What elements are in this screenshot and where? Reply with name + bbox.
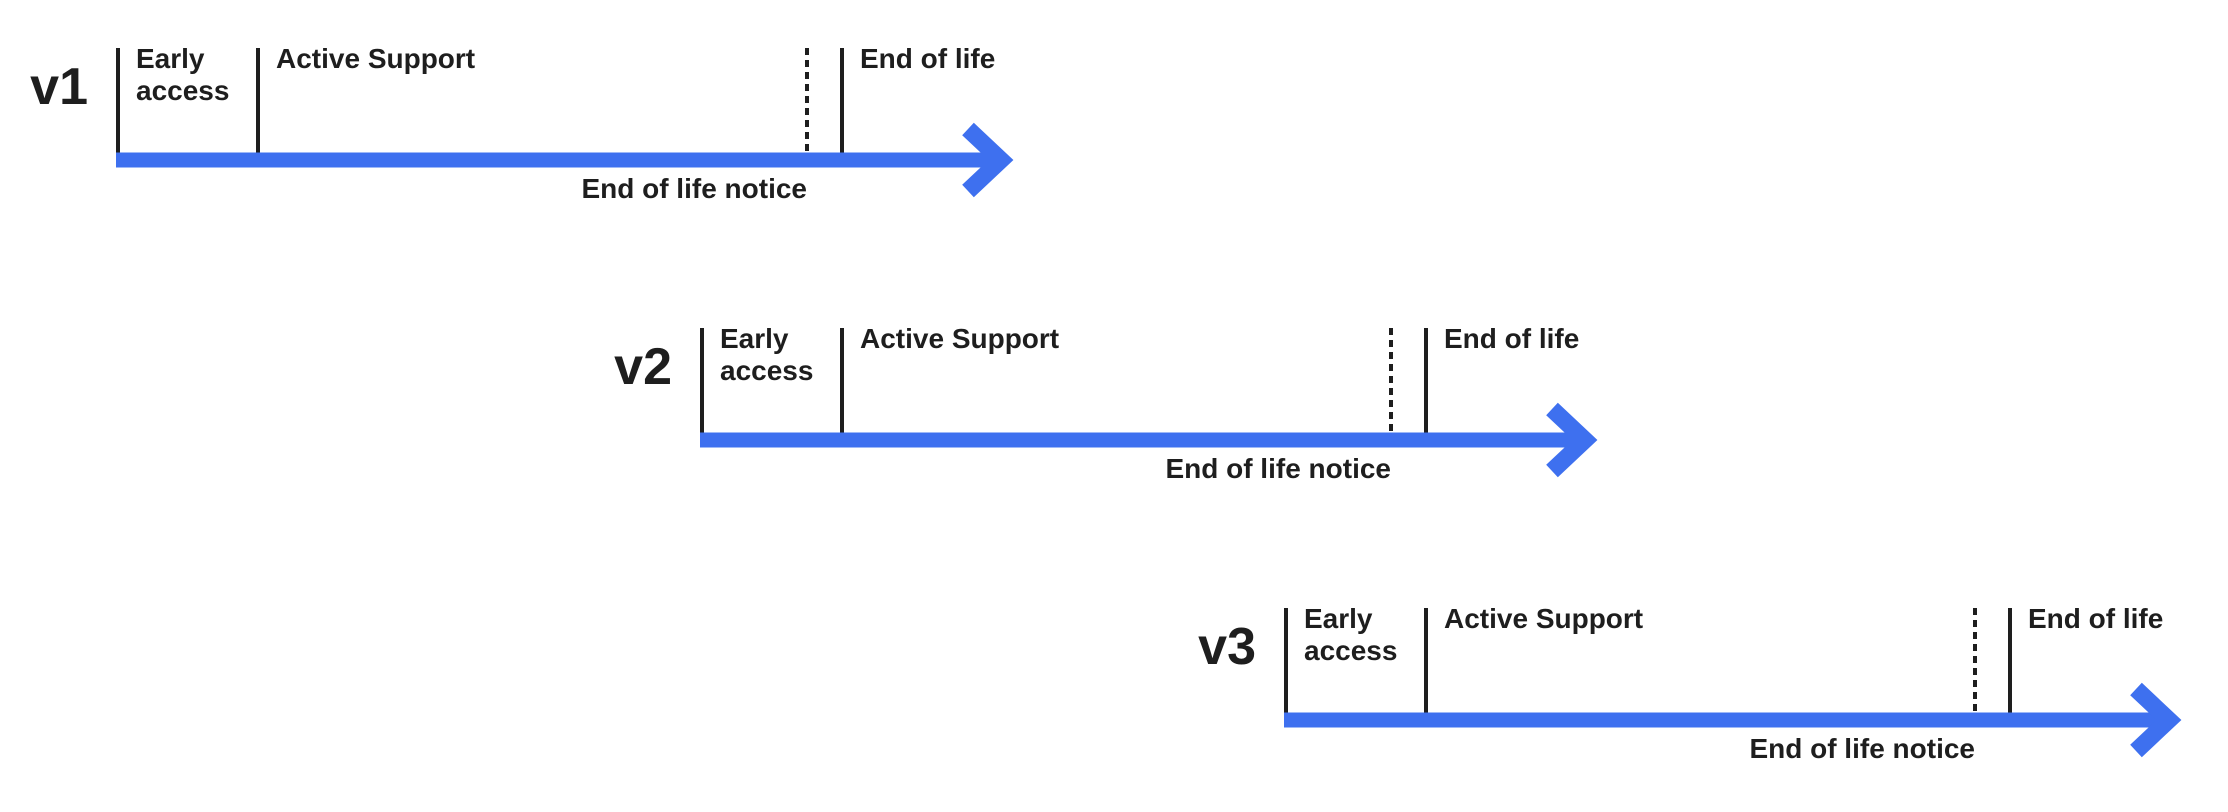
tick-end-of-life [1424,328,1428,433]
tick-active-support-start [840,328,844,433]
active-support-label: Active Support [860,323,1060,354]
tick-early-access-start [1284,608,1288,713]
version-label: v1 [30,58,88,116]
timeline-arrow-right-icon [116,122,1014,198]
tick-early-access-start [700,328,704,433]
end-of-life-label: End of life [1444,323,1580,354]
end-of-life-notice-label: End of life notice [1165,453,1391,484]
version-label: v2 [614,338,672,396]
timeline-arrow-right-icon [700,402,1598,478]
tick-end-of-life [840,48,844,153]
tick-dashed-eol-notice [1973,608,1977,713]
active-support-label: Active Support [276,43,476,74]
tick-early-access-start [116,48,120,153]
timeline-arrow-right-icon [1284,682,2182,758]
early-access-label: Early access [136,43,230,106]
tick-active-support-start [256,48,260,153]
tick-dashed-eol-notice [1389,328,1393,433]
tick-active-support-start [1424,608,1428,713]
tick-dashed-eol-notice [805,48,809,153]
end-of-life-label: End of life [2028,603,2164,634]
end-of-life-label: End of life [860,43,996,74]
tick-end-of-life [2008,608,2012,713]
early-access-label: Early access [720,323,814,386]
early-access-label: Early access [1304,603,1398,666]
version-label: v3 [1198,618,1256,676]
end-of-life-notice-label: End of life notice [581,173,807,204]
active-support-label: Active Support [1444,603,1644,634]
end-of-life-notice-label: End of life notice [1749,733,1975,764]
